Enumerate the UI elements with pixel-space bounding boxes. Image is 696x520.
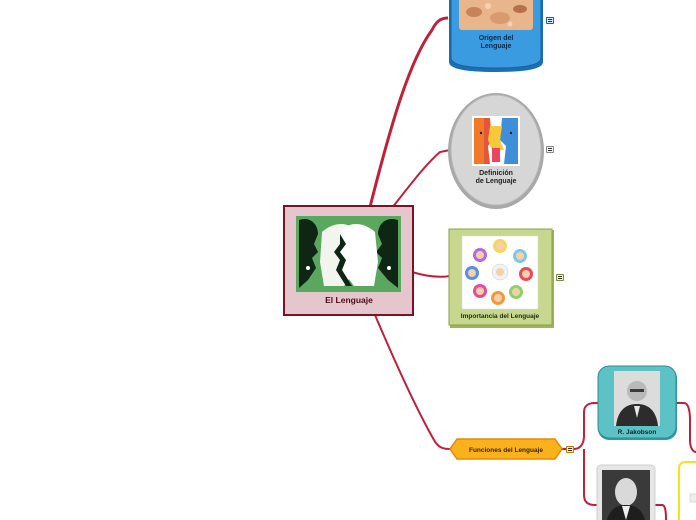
importancia-label: Importancia del Lenguaje	[461, 313, 540, 320]
definicion-label-line1: Definición	[479, 170, 513, 177]
branch-funciones-portrait	[583, 449, 598, 506]
subtopic-jakobson[interactable]: R. Jakobson	[597, 365, 677, 440]
branch-portrait-right	[654, 504, 667, 520]
faces-silhouettes-image	[296, 216, 401, 292]
topic-definicion[interactable]: Definición de Lenguaje	[448, 93, 544, 209]
cave-painting-image	[459, 0, 533, 30]
colored-faces-image	[472, 116, 520, 166]
jakobson-label: R. Jakobson	[618, 429, 657, 436]
branch-importancia	[411, 271, 451, 278]
branch-funciones	[374, 314, 451, 450]
children-circle-image	[461, 235, 539, 310]
origen-label-line2: Lenguaje	[481, 43, 512, 50]
branch-connectors	[368, 16, 696, 520]
branch-origen	[368, 16, 449, 208]
man-portrait-image	[602, 470, 650, 520]
subtopic-portrait2[interactable]	[596, 464, 656, 520]
importancia-note-icon[interactable]	[556, 274, 564, 281]
origen-label-line1: Origen del	[479, 35, 514, 42]
topic-origen[interactable]: Origen del Lenguaje	[449, 0, 543, 72]
root-label: El Lenguaje	[325, 295, 373, 305]
jakobson-portrait-image	[614, 371, 660, 426]
root-node[interactable]: El Lenguaje	[283, 205, 414, 316]
branch-definicion	[391, 149, 451, 209]
partial-node-right[interactable]	[678, 461, 696, 520]
topic-funciones[interactable]: Funciones del Lenguaje	[449, 438, 563, 460]
topic-importancia[interactable]: Importancia del Lenguaje	[448, 228, 554, 328]
branch-jakobson-right	[676, 402, 696, 453]
funciones-note-icon[interactable]	[566, 446, 574, 453]
funciones-label: Funciones del Lenguaje	[469, 447, 543, 454]
branch-funciones-jakobson	[562, 402, 598, 450]
definicion-note-icon[interactable]	[546, 146, 554, 153]
definicion-label-line2: de Lenguaje	[476, 178, 517, 185]
origen-note-icon[interactable]	[546, 17, 554, 24]
